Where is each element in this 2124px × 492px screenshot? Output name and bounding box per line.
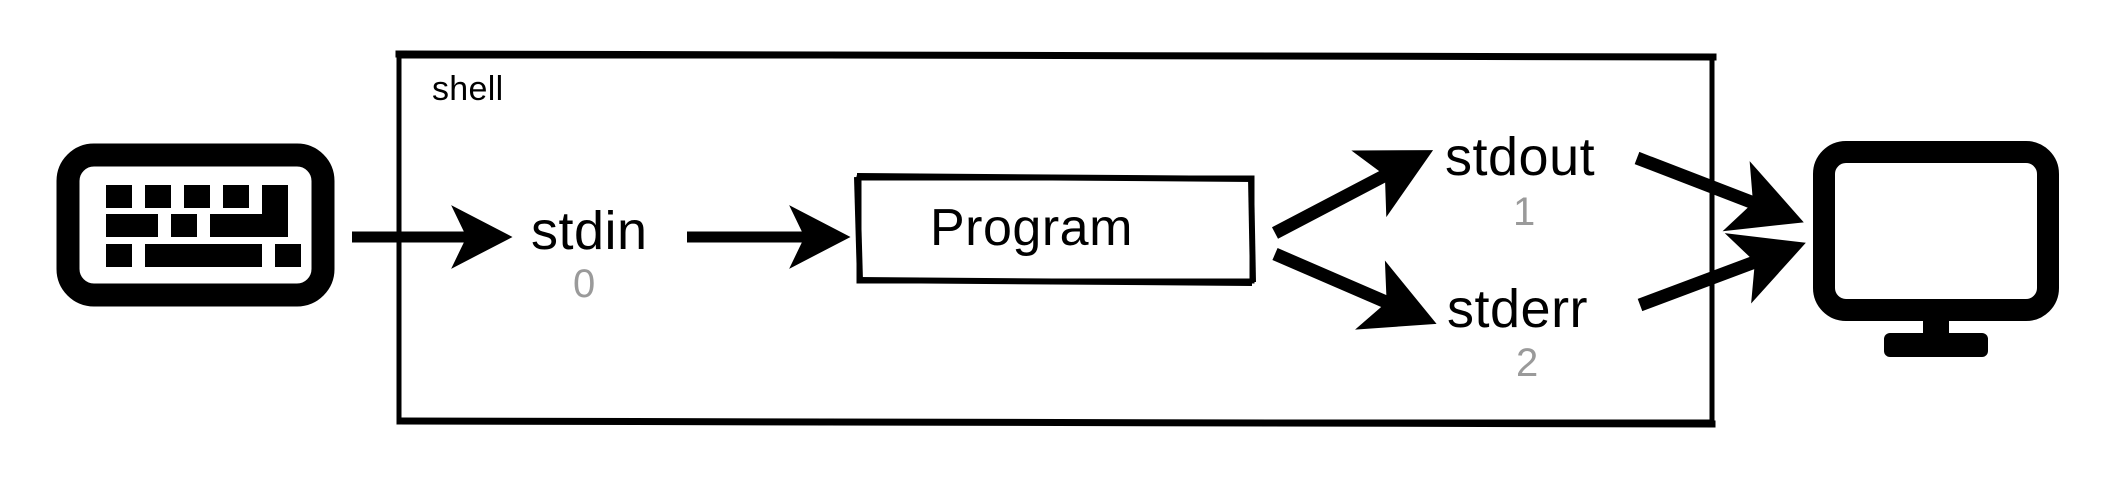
edge-program-stderr bbox=[1272, 248, 1437, 330]
stderr-fd-number: 2 bbox=[1516, 341, 1539, 385]
monitor-icon bbox=[1813, 141, 2059, 357]
edge-program-stdout bbox=[1271, 150, 1434, 239]
stdin-fd-number: 0 bbox=[573, 262, 596, 306]
shell-label: shell bbox=[432, 70, 504, 108]
stdout-fd-number: 1 bbox=[1513, 190, 1536, 234]
stdin-label: stdin bbox=[531, 201, 648, 261]
stdout-label: stdout bbox=[1445, 127, 1596, 187]
edge-stderr-monitor bbox=[1637, 233, 1806, 312]
program-box bbox=[854, 173, 1256, 286]
shell-box bbox=[395, 50, 1717, 428]
program-label: Program bbox=[930, 199, 1133, 257]
stderr-label: stderr bbox=[1447, 279, 1589, 339]
edge-stdout-monitor bbox=[1634, 151, 1804, 232]
keyboard-icon bbox=[56, 143, 335, 307]
